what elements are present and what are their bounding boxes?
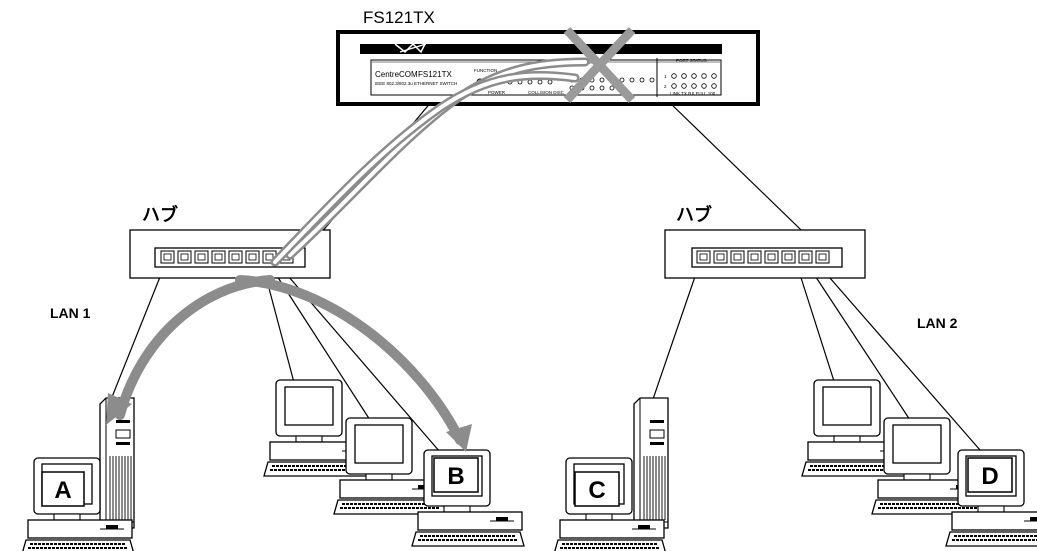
computer-c-label-box: C: [575, 472, 619, 506]
power-label: POWER: [488, 90, 506, 95]
switch-model: FS121TX: [418, 70, 452, 79]
port-status-legend: LINK TX RX FULL 100: [670, 91, 716, 96]
computer-a-label-box: A: [42, 472, 84, 506]
hub-right-label: ハブ: [676, 204, 712, 225]
switch-subtitle: IEEE 802.3/802.3u ETHERNET SWITCH: [375, 81, 457, 86]
port-status-label: PORT STATUS: [676, 58, 707, 63]
switch-brand: CentreCOM: [375, 70, 418, 79]
hub-right: [665, 230, 865, 278]
lan-2-label: LAN 2: [917, 315, 958, 331]
computer-c-label: C: [588, 477, 605, 504]
lan2-tower: [634, 398, 668, 528]
function-label: FUNCTION: [474, 68, 497, 73]
lan-1-label: LAN 1: [50, 305, 91, 321]
computer-a-label: A: [54, 477, 71, 504]
arrow-to-a: [120, 280, 270, 415]
collision-label: COLLISION DISC: [528, 90, 565, 95]
hub-left-label: ハブ: [142, 204, 178, 225]
computer-b-label-box: B: [434, 458, 478, 492]
computer-d-label: D: [981, 463, 998, 490]
switch-label: FS121TX: [363, 8, 435, 27]
computer-d-label-box: D: [968, 458, 1012, 492]
computer-b-label: B: [447, 463, 464, 490]
